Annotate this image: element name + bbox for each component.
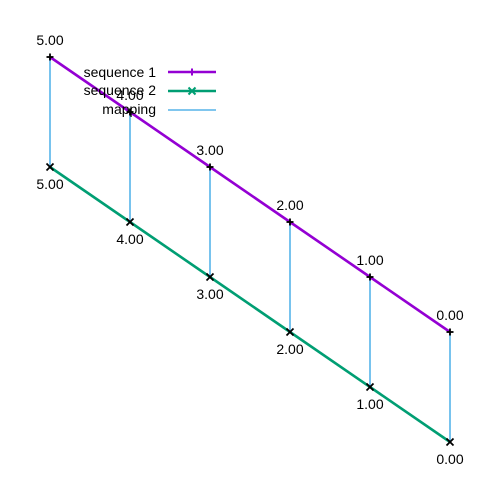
value-label-seq1-3: 2.00: [276, 197, 303, 213]
sequence-lines: [49, 55, 451, 444]
value-label-seq2-2: 3.00: [196, 286, 223, 302]
marker-seq1-4: [366, 273, 374, 281]
series-line-seq2: [49, 165, 451, 444]
point-markers: [45, 53, 455, 447]
value-label-seq1-0: 5.00: [36, 32, 63, 48]
marker-seq2-1: [125, 217, 135, 227]
value-label-seq2-0: 5.00: [36, 176, 63, 192]
legend-label-seq2: sequence 2: [84, 82, 157, 98]
legend-label-mapping: mapping: [102, 101, 156, 117]
mapping-lines: [49, 57, 451, 442]
marker-seq2-3: [285, 327, 295, 337]
marker-seq1-0: [46, 53, 54, 61]
series-line-seq1: [49, 55, 451, 334]
marker-seq1-5: [446, 328, 454, 336]
legend-swatch-seq1: [168, 68, 216, 76]
value-label-seq2-5: 0.00: [436, 451, 463, 467]
value-labels: 5.00 4.00 3.00 2.00 1.00 0.00 5.00 4.00 3.00 2.00…: [36, 32, 463, 467]
marker-seq1-3: [286, 218, 294, 226]
value-label-seq2-4: 1.00: [356, 396, 383, 412]
value-label-seq1-5: 0.00: [436, 307, 463, 323]
value-label-seq1-2: 3.00: [196, 142, 223, 158]
marker-seq1-2: [206, 163, 214, 171]
marker-seq2-0: [45, 162, 55, 172]
legend-swatch-seq2: [168, 86, 216, 96]
marker-seq2-5: [445, 437, 455, 447]
marker-seq1-1: [126, 108, 134, 116]
legend-label-seq1: sequence 1: [84, 64, 157, 80]
legend: sequence 1 sequence 2 mapping: [84, 64, 216, 117]
value-label-seq2-3: 2.00: [276, 341, 303, 357]
value-label-seq1-4: 1.00: [356, 252, 383, 268]
marker-seq2-4: [365, 382, 375, 392]
marker-seq2-2: [205, 272, 215, 282]
value-label-seq2-1: 4.00: [116, 231, 143, 247]
value-label-seq1-1: 4.00: [116, 87, 143, 103]
